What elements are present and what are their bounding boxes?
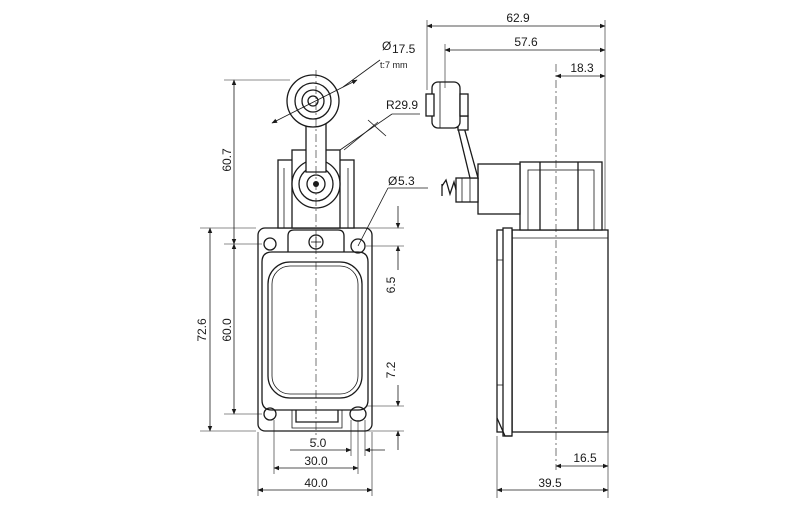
side-roller bbox=[431, 81, 461, 129]
cover-inner-edge bbox=[271, 265, 359, 395]
roller-thickness-label: t:7 mm bbox=[380, 60, 408, 70]
hole-pitch-horizontal-label: 30.0 bbox=[304, 454, 328, 468]
total-width-label: 62.9 bbox=[506, 11, 530, 25]
side-flange bbox=[502, 227, 513, 437]
hole-diameter-symbol: Ø bbox=[388, 174, 397, 188]
total-height-label: 72.6 bbox=[195, 318, 209, 342]
hole-pitch-vertical-label: 60.0 bbox=[220, 318, 234, 342]
base-plate bbox=[257, 227, 373, 432]
roller-to-back-label: 57.6 bbox=[514, 35, 538, 49]
body-depth-label: 39.5 bbox=[538, 476, 562, 490]
rear-offset-label: 16.5 bbox=[573, 451, 597, 465]
arm-radius-label: R29.9 bbox=[386, 98, 418, 112]
shaft-boss bbox=[477, 163, 521, 215]
side-dimensions: 62.9 57.6 18.3 16.5 39.5 bbox=[426, 11, 609, 498]
roller-diameter-symbol: Ø bbox=[382, 39, 391, 53]
bottom-slot bbox=[295, 410, 339, 423]
bottom-offset-label: 7.2 bbox=[384, 361, 398, 378]
shaft-nut bbox=[455, 177, 479, 203]
front-dimensions: Ø 17.5 t:7 mm R29.9 Ø 5.3 60.7 72.6 60.0 bbox=[195, 39, 428, 496]
side-view bbox=[425, 64, 609, 470]
lever-height-label: 60.7 bbox=[220, 148, 234, 172]
front-view bbox=[257, 70, 373, 440]
slot-width-label: 5.0 bbox=[310, 436, 327, 450]
mount-hole-bottom-left bbox=[263, 407, 277, 421]
mount-hole-top-left bbox=[263, 237, 277, 251]
side-head bbox=[519, 161, 603, 231]
side-roller-axle bbox=[425, 93, 435, 117]
top-offset-label: 6.5 bbox=[384, 276, 398, 293]
mount-hole-top-right bbox=[350, 238, 366, 254]
body-width-label: 40.0 bbox=[304, 476, 328, 490]
cover-plate bbox=[267, 261, 363, 399]
shaft-to-back-label: 18.3 bbox=[570, 61, 594, 75]
roller-diameter-label: 17.5 bbox=[392, 42, 416, 56]
hole-diameter-label: 5.3 bbox=[398, 174, 415, 188]
side-body bbox=[511, 229, 609, 433]
shaft-thread bbox=[441, 178, 457, 197]
